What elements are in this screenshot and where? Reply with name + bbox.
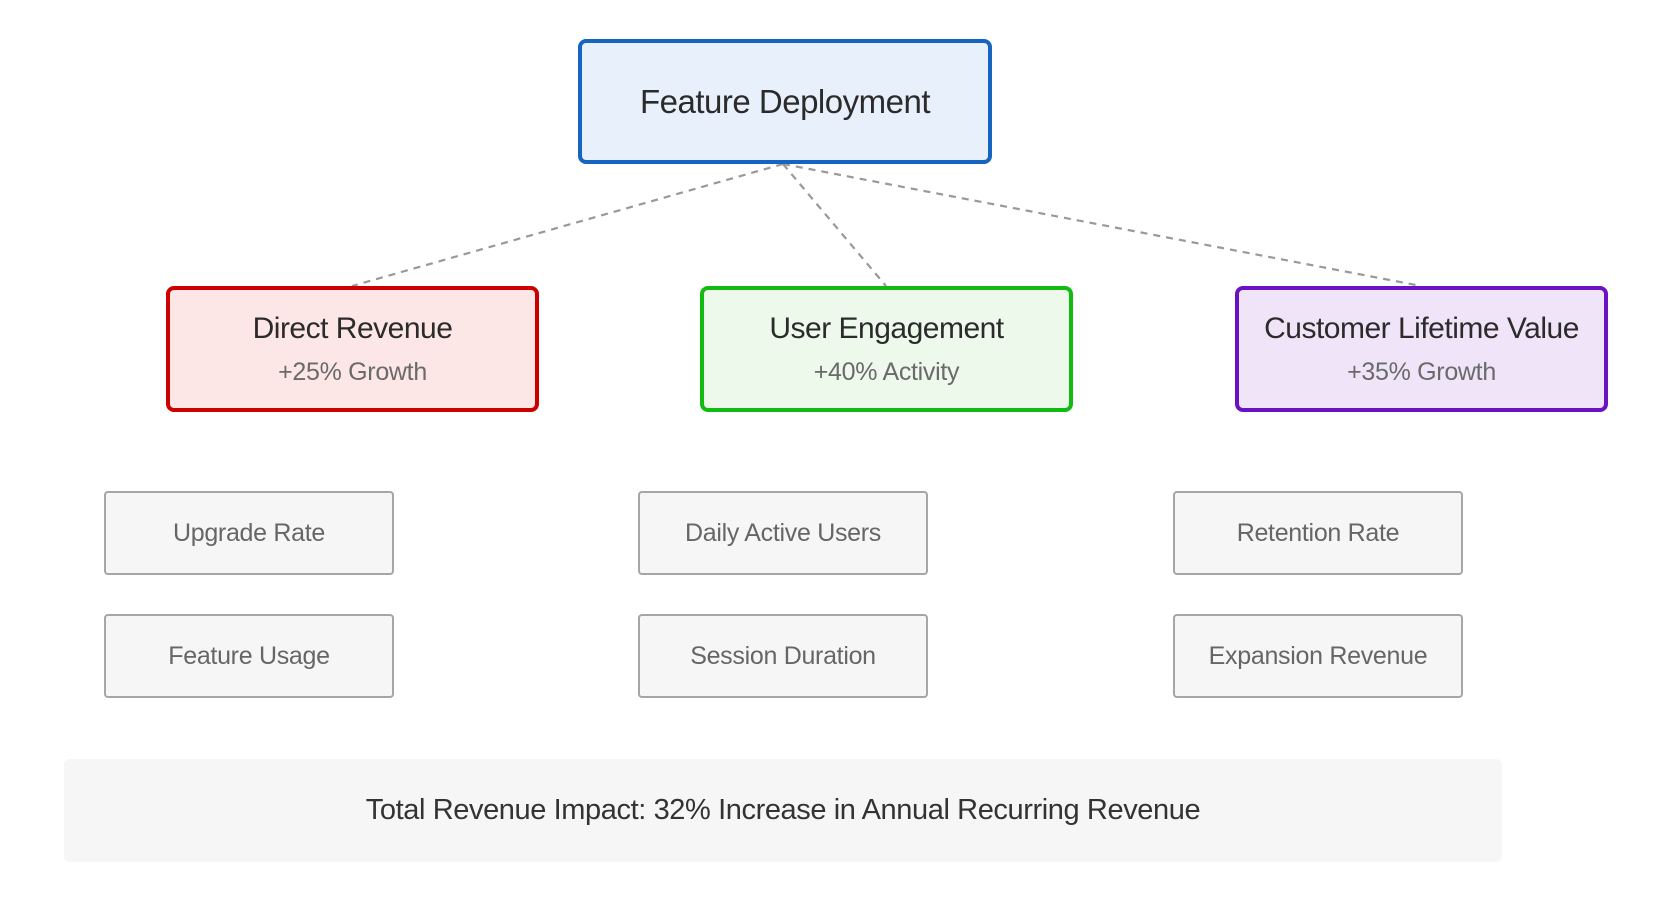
connector-root-to-customer-lifetime-value: [782, 162, 1422, 288]
root-node-title: Feature Deployment: [640, 82, 930, 120]
category-direct-revenue: Direct Revenue +25% Growth: [166, 286, 539, 412]
metric-feature-usage: Feature Usage: [104, 614, 394, 698]
category-subtitle: +40% Activity: [813, 357, 960, 386]
summary-banner: Total Revenue Impact: 32% Increase in An…: [64, 759, 1502, 862]
category-title: Direct Revenue: [252, 311, 453, 345]
metric-daily-active-users: Daily Active Users: [638, 491, 928, 575]
category-subtitle: +35% Growth: [1347, 357, 1496, 386]
category-subtitle: +25% Growth: [278, 357, 427, 386]
metric-upgrade-rate: Upgrade Rate: [104, 491, 394, 575]
category-user-engagement: User Engagement +40% Activity: [700, 286, 1073, 412]
connector-root-to-direct-revenue: [351, 162, 784, 288]
summary-text: Total Revenue Impact: 32% Increase in An…: [365, 794, 1201, 826]
category-title: User Engagement: [769, 311, 1004, 345]
connector-root-to-user-engagement: [782, 163, 887, 287]
metric-session-duration: Session Duration: [638, 614, 928, 698]
metric-expansion-revenue: Expansion Revenue: [1173, 614, 1463, 698]
category-title: Customer Lifetime Value: [1264, 311, 1579, 345]
category-customer-lifetime-value: Customer Lifetime Value +35% Growth: [1235, 286, 1608, 412]
root-node-feature-deployment: Feature Deployment: [578, 39, 992, 164]
metric-retention-rate: Retention Rate: [1173, 491, 1463, 575]
